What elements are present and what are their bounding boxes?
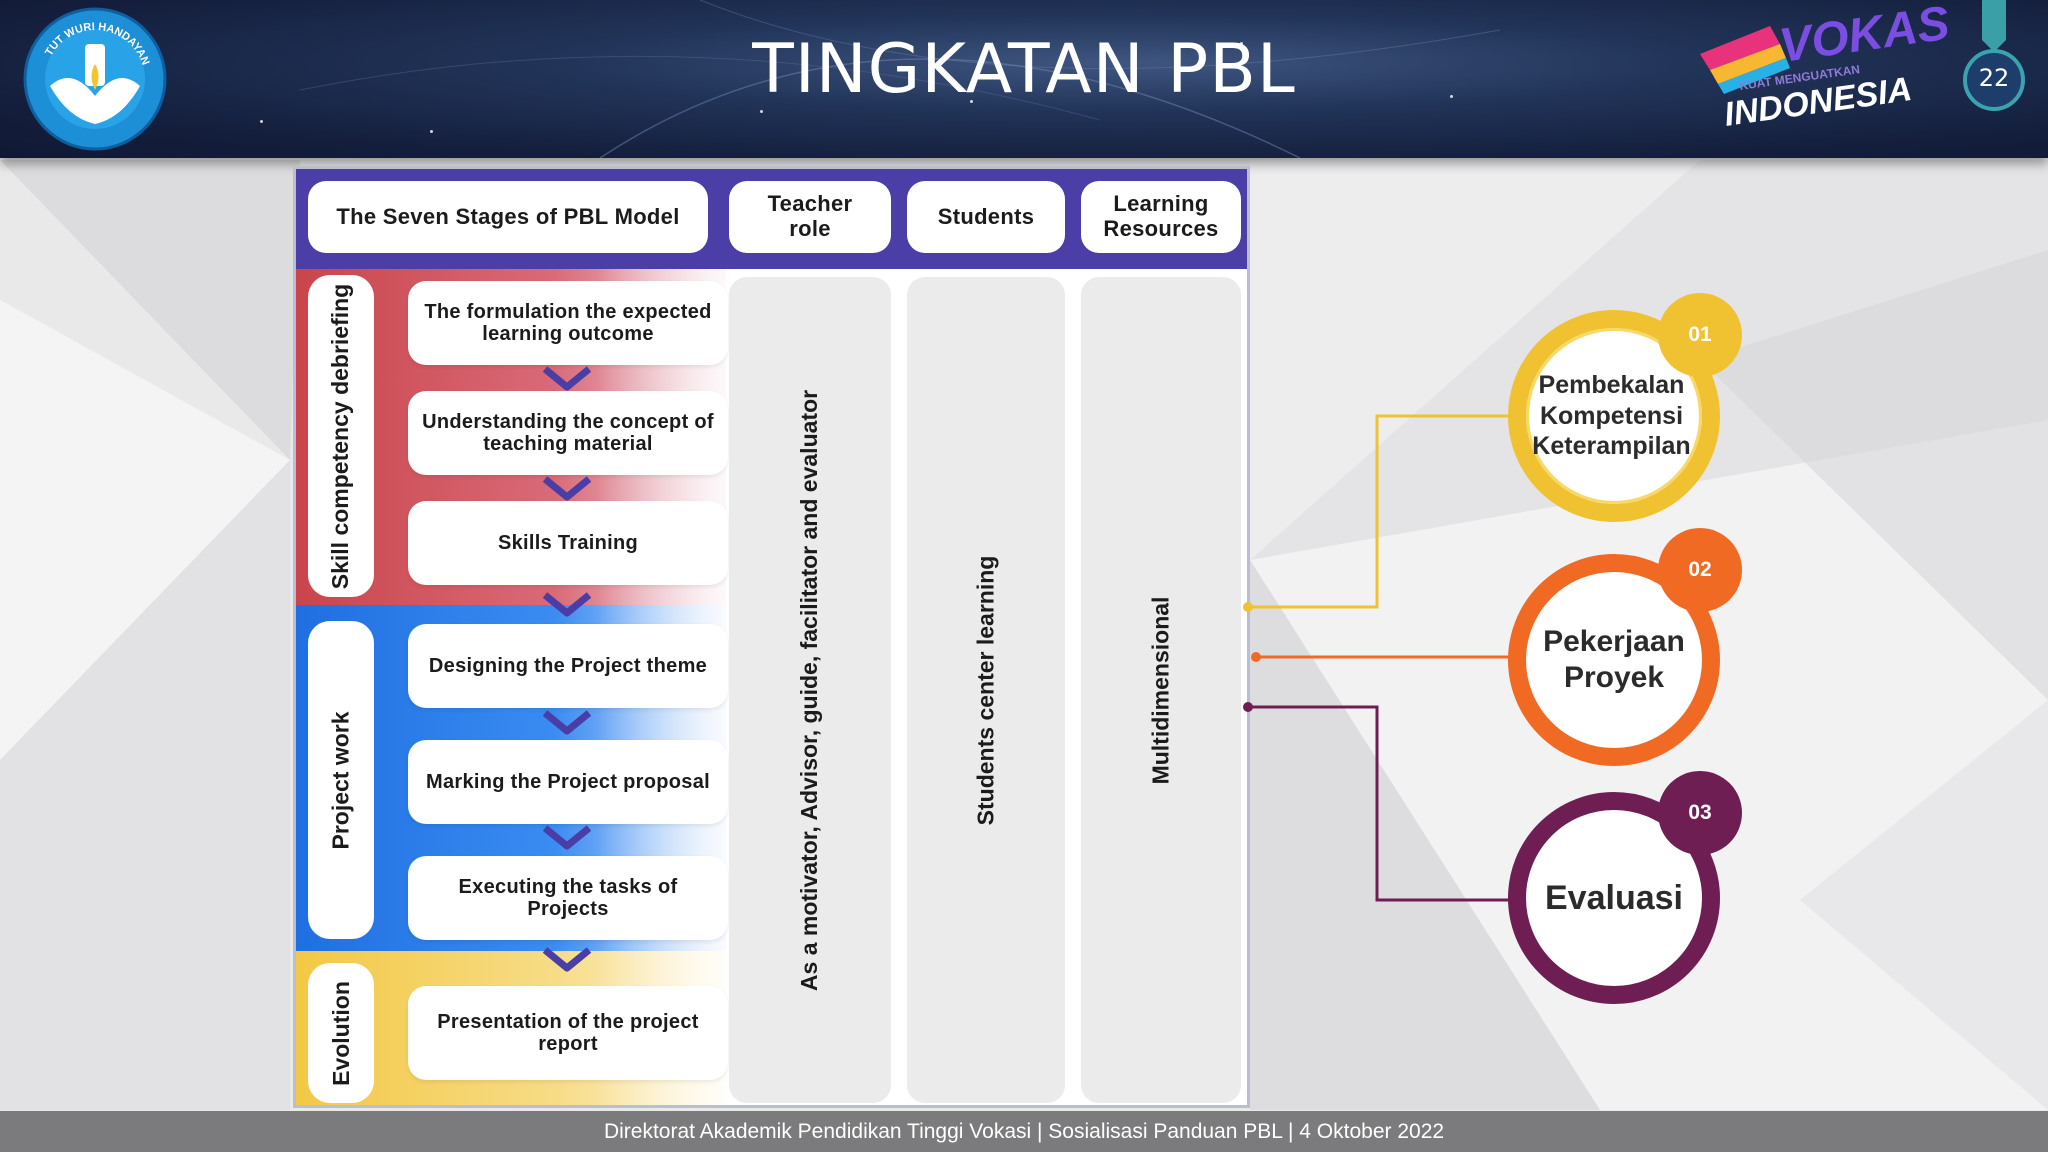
footer-bar: Direktorat Akademik Pendidikan Tinggi Vo… bbox=[0, 1111, 2048, 1152]
vokasi-logo: VOKASI KUAT MENGUATKAN INDONESIA bbox=[1700, 4, 1950, 134]
page-number-badge bbox=[1963, 0, 2025, 111]
star-decoration bbox=[1450, 95, 1453, 98]
header-learning-resources: Learning Resources bbox=[1081, 181, 1241, 253]
column-learning-resources: Multidimensional bbox=[1081, 277, 1241, 1103]
star-decoration bbox=[970, 100, 973, 103]
column-students: Students center learning bbox=[907, 277, 1065, 1103]
stage-item: Executing the tasks of Projects bbox=[408, 856, 728, 940]
chevron-down-icon bbox=[542, 476, 592, 501]
chevron-down-icon bbox=[542, 825, 592, 850]
stage-item: Marking the Project proposal bbox=[408, 740, 728, 824]
connector-line-01 bbox=[1248, 414, 1512, 609]
page-title: TINGKATAN PBL bbox=[752, 30, 1296, 109]
level-number-01: 01 bbox=[1658, 293, 1742, 377]
connector-dot bbox=[1243, 702, 1253, 712]
star-decoration bbox=[260, 120, 263, 123]
pbl-stages-table: The Seven Stages of PBL Model Teacher ro… bbox=[293, 166, 1250, 1108]
level-label: Pembekalan Kompetensi Keterampilan bbox=[1532, 371, 1691, 461]
chevron-down-icon bbox=[542, 710, 592, 735]
connector-dot bbox=[1243, 602, 1253, 612]
level-number-03: 03 bbox=[1658, 771, 1742, 855]
star-decoration bbox=[1240, 42, 1243, 45]
page-number: 22 bbox=[1978, 64, 2010, 92]
level-label: Evaluasi bbox=[1545, 878, 1683, 917]
stage-item: Understanding the concept of teaching ma… bbox=[408, 391, 728, 475]
header-seven-stages: The Seven Stages of PBL Model bbox=[308, 181, 708, 253]
header-bar: TINGKATAN PBL bbox=[0, 0, 2048, 158]
star-decoration bbox=[1200, 60, 1203, 63]
header-students: Students bbox=[907, 181, 1065, 253]
header-teacher-role: Teacher role bbox=[729, 181, 891, 253]
phase-project-work: Project work bbox=[308, 621, 374, 939]
star-decoration bbox=[430, 130, 433, 133]
chevron-down-icon bbox=[542, 947, 592, 972]
column-teacher-role: As a motivator, Advisor, guide, facilita… bbox=[729, 277, 891, 1103]
tut-wuri-handayani-logo: TUT WURI HANDAYANI bbox=[22, 6, 167, 151]
star-decoration bbox=[760, 110, 763, 113]
level-label: Pekerjaan Proyek bbox=[1543, 625, 1685, 694]
stage-item: Designing the Project theme bbox=[408, 624, 728, 708]
connector-dot bbox=[1251, 652, 1261, 662]
phase-evolution: Evolution bbox=[308, 963, 374, 1103]
chevron-down-icon bbox=[542, 592, 592, 617]
stage-item: Presentation of the project report bbox=[408, 986, 728, 1080]
phase-skill-competency: Skill competency debriefing bbox=[308, 275, 374, 597]
connector-line-03 bbox=[1248, 705, 1512, 902]
stage-item: The formulation the expected learning ou… bbox=[408, 281, 728, 365]
stage-item: Skills Training bbox=[408, 501, 728, 585]
level-number-02: 02 bbox=[1658, 528, 1742, 612]
chevron-down-icon bbox=[542, 366, 592, 391]
header-arcs bbox=[299, 0, 1501, 158]
